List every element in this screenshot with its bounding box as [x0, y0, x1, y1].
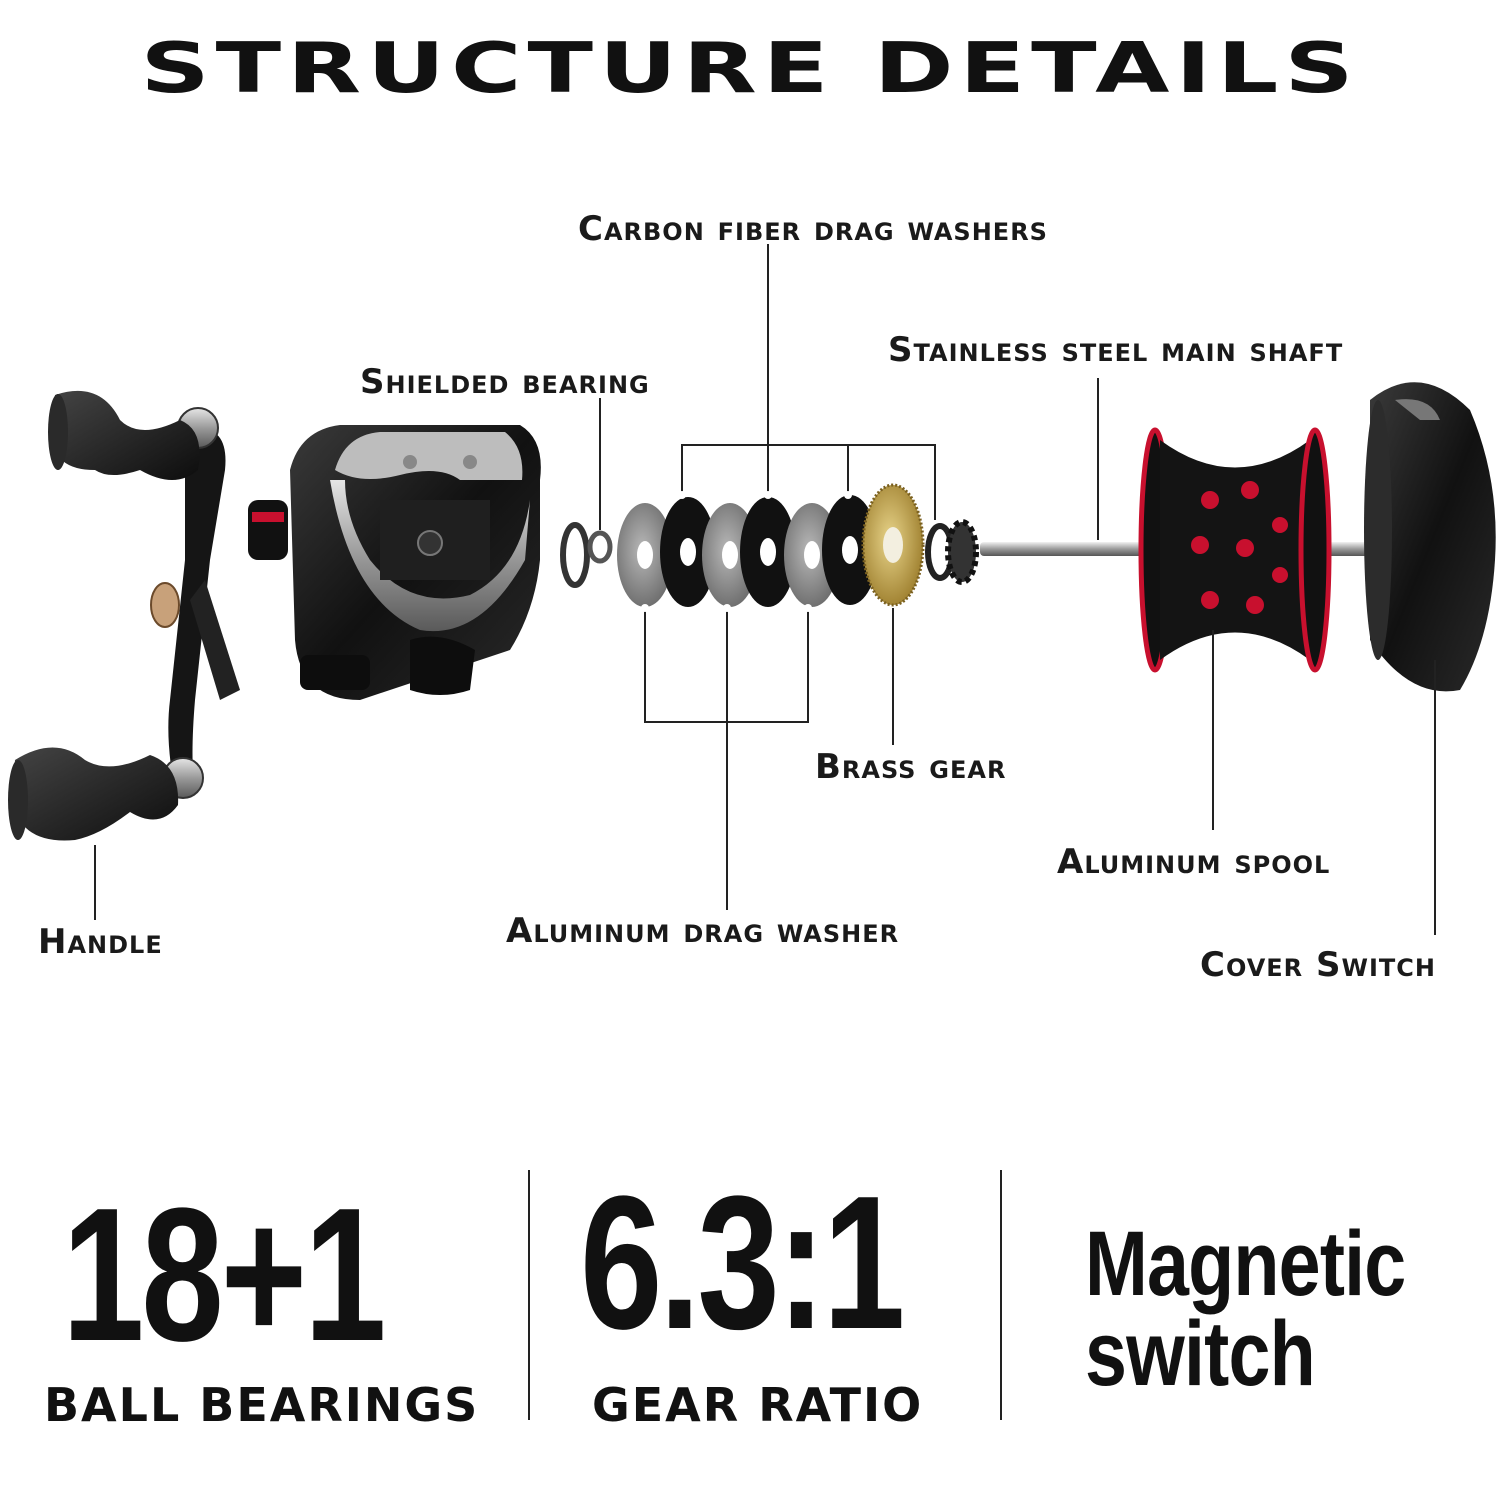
- label-aluminum-drag-washer: Aluminum drag washer: [506, 911, 900, 951]
- aluminum-spool-part: [1138, 427, 1332, 673]
- label-cover-switch: Cover Switch: [1200, 945, 1436, 985]
- magnetic-line2: switch: [1085, 1303, 1316, 1405]
- side-cover-part: [1364, 382, 1496, 692]
- gear-ratio-label: GEAR RATIO: [592, 1378, 924, 1432]
- bearings-value: 18+1: [62, 1169, 386, 1381]
- handle-assembly: [8, 390, 240, 841]
- label-handle: Handle: [38, 922, 163, 962]
- label-carbon-fiber-drag-washers: Carbon fiber drag washers: [578, 209, 1048, 249]
- shielded-bearing-part: [560, 522, 613, 588]
- label-brass-gear: Brass gear: [815, 747, 1007, 787]
- magnetic-line1: Magnetic: [1085, 1213, 1406, 1315]
- divider-2: [1000, 1170, 1002, 1420]
- page-title: STRUCTURE DETAILS: [140, 28, 1360, 109]
- reel-body: [248, 425, 541, 700]
- drag-stack: [617, 483, 979, 607]
- exploded-reel-diagram: [8, 244, 1496, 935]
- label-shielded-bearing: Shielded bearing: [360, 362, 650, 402]
- gear-ratio-value: 6.3:1: [580, 1157, 905, 1369]
- divider-1: [528, 1170, 530, 1420]
- leader-lines: [94, 244, 1436, 935]
- bearings-label: BALL BEARINGS: [44, 1378, 480, 1432]
- label-aluminum-spool: Aluminum spool: [1057, 842, 1331, 882]
- label-stainless-steel-main-shaft: Stainless steel main shaft: [888, 330, 1344, 370]
